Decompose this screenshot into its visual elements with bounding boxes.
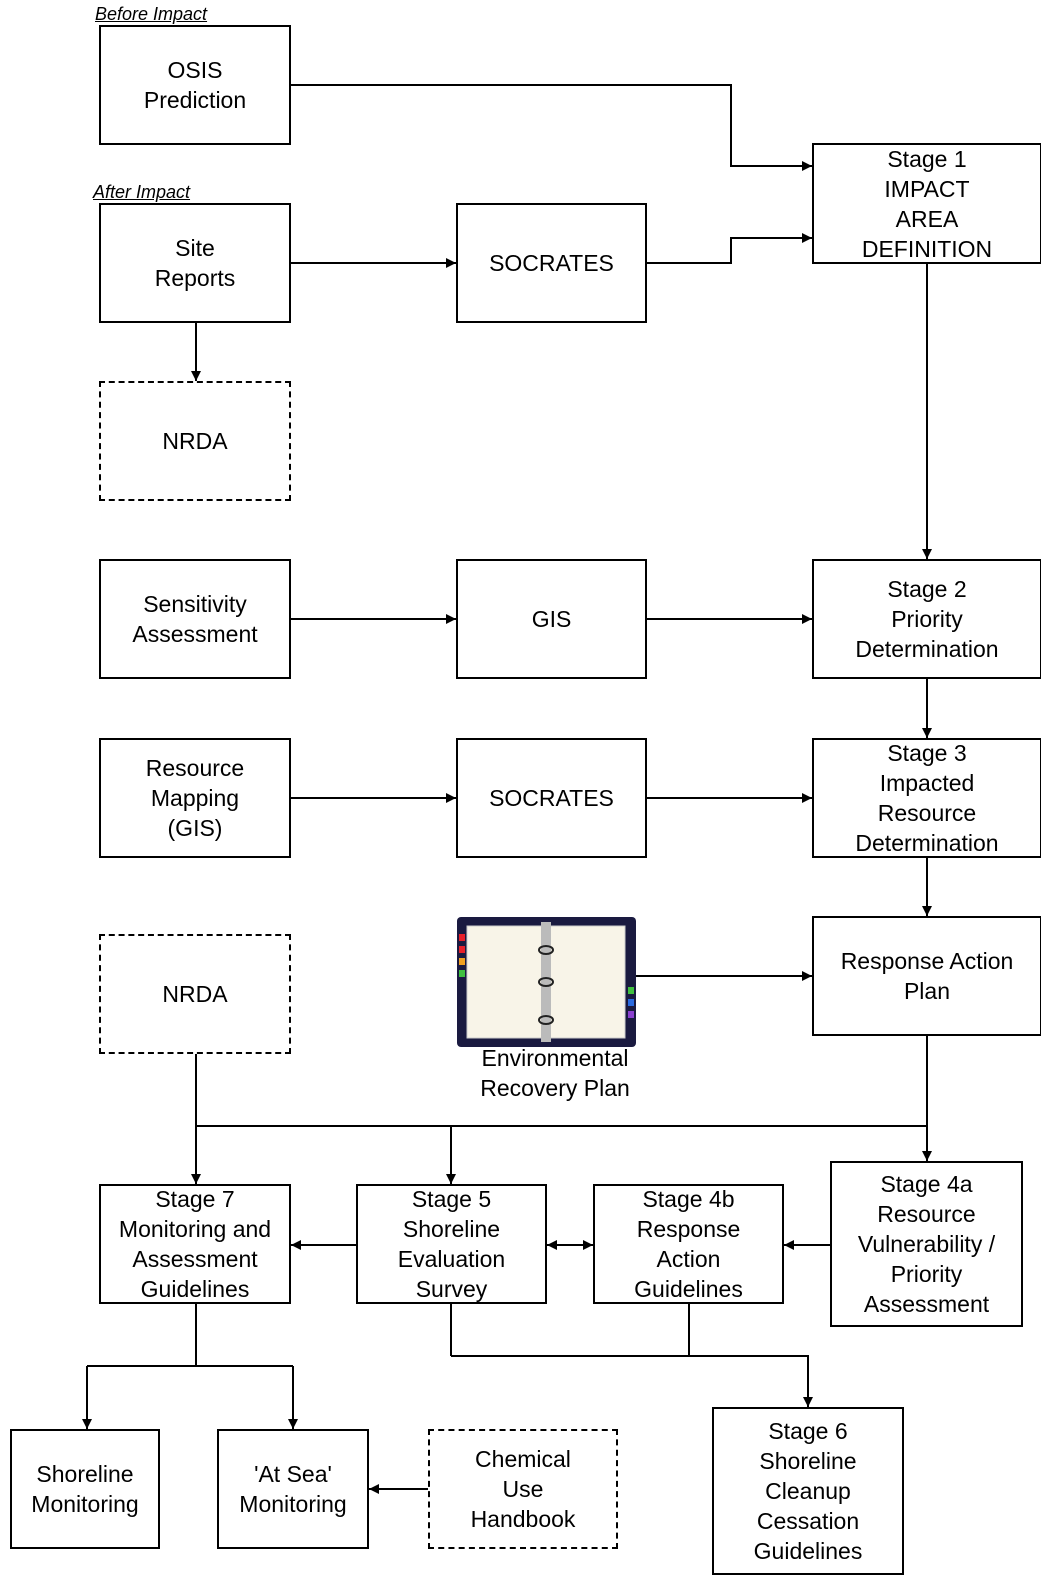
stage5-label: Stage 5 Shoreline Evaluation Survey (397, 1186, 506, 1302)
shoreline-monitoring-box: Shoreline Monitoring (10, 1429, 160, 1549)
socrates-mid-box: SOCRATES (456, 738, 647, 858)
response-action-plan-box: Response Action Plan (812, 916, 1041, 1036)
stage1-label: Stage 1 IMPACT AREA DEFINITION (861, 145, 993, 262)
stage6-box: Stage 6 Shoreline Cleanup Cessation Guid… (712, 1407, 904, 1575)
nrda-top-label: NRDA (162, 428, 228, 454)
nrda-bottom-label: NRDA (162, 981, 228, 1007)
nrda-bottom-box: NRDA (99, 934, 291, 1054)
gis-box: GIS (456, 559, 647, 679)
arrow-socrates-to-stage1 (647, 233, 812, 264)
gis-label: GIS (531, 606, 572, 632)
stage1-box: Stage 1 IMPACT AREA DEFINITION (812, 143, 1041, 264)
at-sea-monitoring-box: 'At Sea' Monitoring (217, 1429, 369, 1549)
socrates-top-label: SOCRATES (489, 250, 614, 276)
stage3-box: Stage 3 Impacted Resource Determination (812, 738, 1041, 858)
binder-icon (457, 917, 636, 1047)
after-impact-label: After Impact (93, 182, 191, 202)
at-sea-monitoring-label: 'At Sea' Monitoring (239, 1461, 347, 1517)
stage5-box: Stage 5 Shoreline Evaluation Survey (356, 1184, 547, 1304)
stage4a-label: Stage 4a Resource Vulnerability / Priori… (857, 1171, 996, 1317)
resource-mapping-label: Resource Mapping (GIS) (145, 755, 245, 841)
arrow-osis-to-stage1 (291, 84, 812, 171)
site-reports-label: Site Reports (154, 235, 236, 291)
chemical-use-handbook-box: Chemical Use Handbook (428, 1429, 618, 1549)
sensitivity-assessment-box: Sensitivity Assessment (99, 559, 291, 679)
stage4b-box: Stage 4b Response Action Guidelines (593, 1184, 784, 1304)
osis-prediction-label: OSIS Prediction (143, 57, 247, 113)
site-reports-box: Site Reports (99, 203, 291, 323)
binder-tabs (459, 934, 634, 1018)
resource-mapping-box: Resource Mapping (GIS) (99, 738, 291, 858)
shoreline-monitoring-label: Shoreline Monitoring (31, 1461, 139, 1517)
stage2-label: Stage 2 Priority Determination (855, 576, 999, 662)
nrda-top-box: NRDA (99, 381, 291, 501)
stage7-box: Stage 7 Monitoring and Assessment Guidel… (99, 1184, 291, 1304)
stage7-label: Stage 7 Monitoring and Assessment Guidel… (118, 1186, 272, 1302)
binder-caption: Environmental Recovery Plan (480, 1045, 630, 1101)
stage6-label: Stage 6 Shoreline Cleanup Cessation Guid… (753, 1418, 863, 1564)
sensitivity-assessment-label: Sensitivity Assessment (132, 591, 258, 647)
stage4b-label: Stage 4b Response Action Guidelines (634, 1186, 743, 1302)
arrow-to-stage6 (451, 1355, 813, 1407)
stage4a-box: Stage 4a Resource Vulnerability / Priori… (830, 1161, 1023, 1327)
stage2-box: Stage 2 Priority Determination (812, 559, 1041, 679)
chemical-use-handbook-label: Chemical Use Handbook (470, 1446, 576, 1532)
socrates-mid-label: SOCRATES (489, 785, 614, 811)
response-action-plan-label: Response Action Plan (840, 948, 1014, 1004)
socrates-top-box: SOCRATES (456, 203, 647, 323)
before-impact-label: Before Impact (95, 4, 208, 24)
stage3-label: Stage 3 Impacted Resource Determination (855, 740, 999, 856)
osis-prediction-box: OSIS Prediction (99, 25, 291, 145)
